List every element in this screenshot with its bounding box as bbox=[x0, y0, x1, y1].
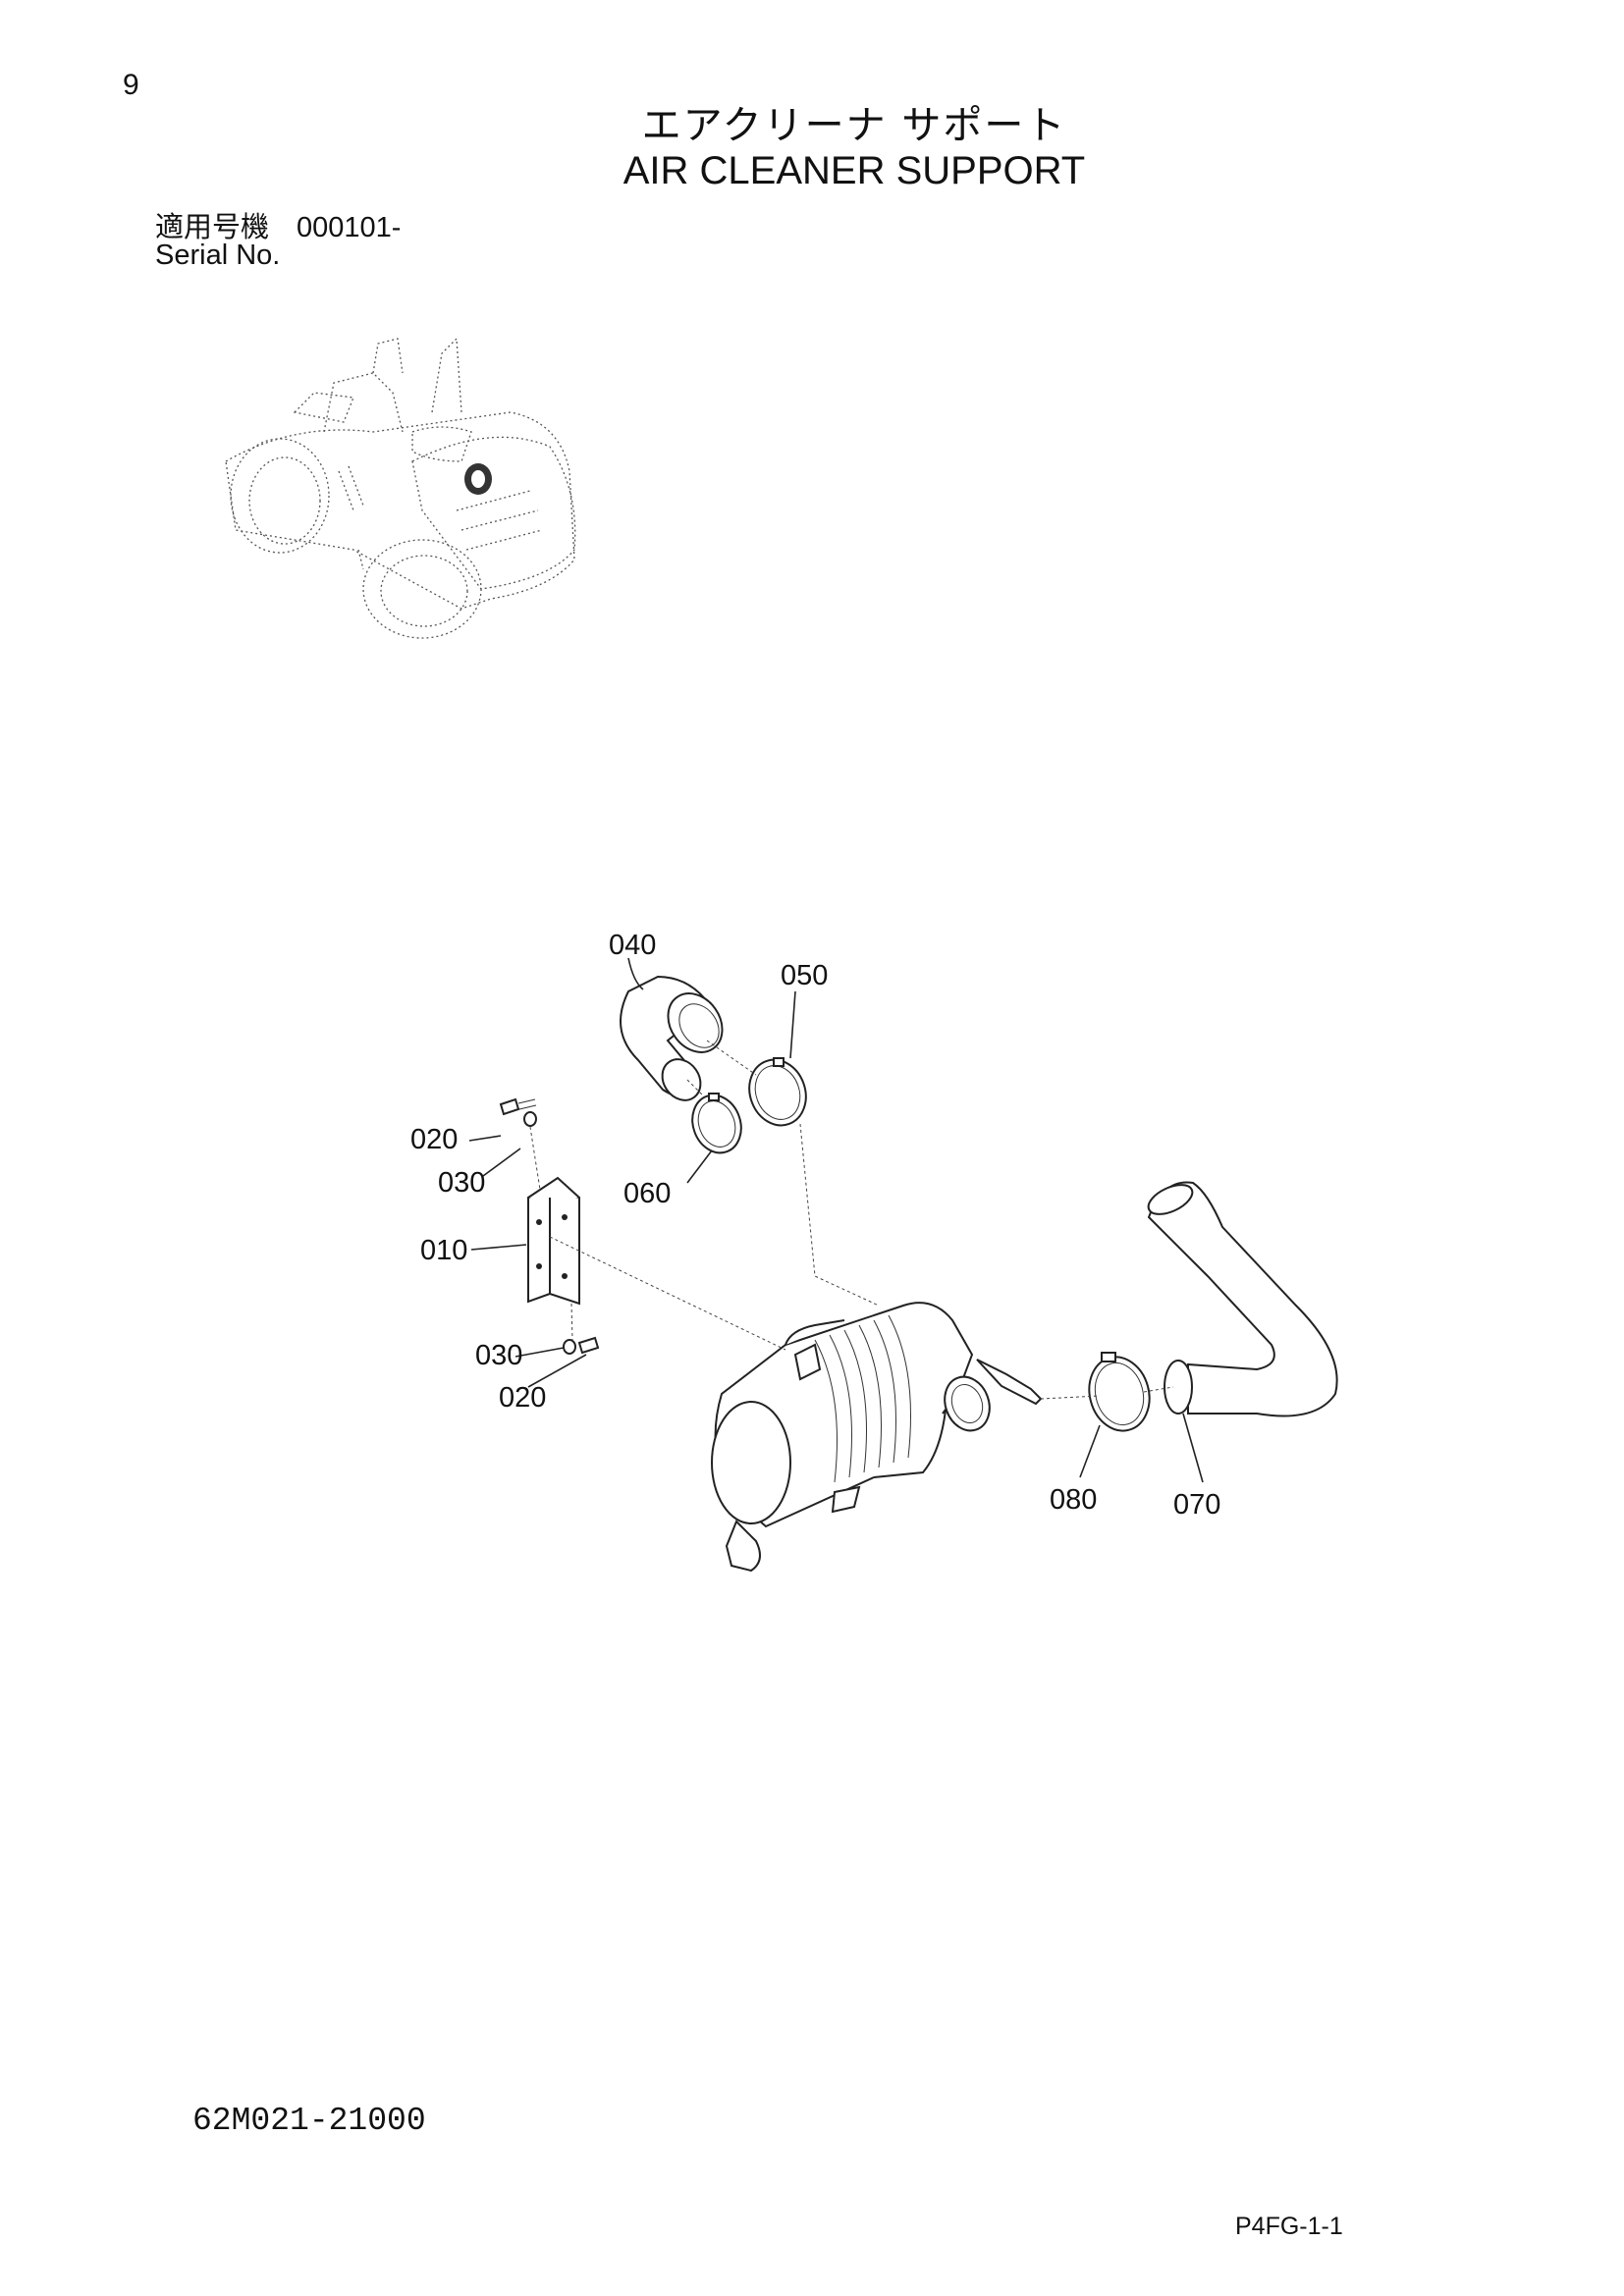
bolt-020-upper bbox=[499, 1097, 537, 1116]
callout-030-lower: 030 bbox=[475, 1340, 522, 1371]
callout-060: 060 bbox=[623, 1178, 671, 1209]
callout-050: 050 bbox=[781, 960, 828, 991]
page-title-jp: エアクリーナ サポート bbox=[641, 103, 1067, 148]
page-title-en: AIR CLEANER SUPPORT bbox=[623, 149, 1086, 192]
serial-label-jp: 適用号機 bbox=[155, 210, 270, 243]
serial-number-row: 適用号機 000101- bbox=[155, 204, 401, 245]
callout-070: 070 bbox=[1173, 1489, 1220, 1521]
hose-clamp-080 bbox=[1088, 1352, 1151, 1432]
page-number: 9 bbox=[123, 69, 139, 101]
serial-value: 000101- bbox=[297, 212, 402, 243]
callout-020-lower: 020 bbox=[499, 1382, 546, 1414]
callout-040: 040 bbox=[609, 930, 656, 961]
callout-030-upper: 030 bbox=[438, 1167, 485, 1199]
air-cleaner-assembly bbox=[711, 1302, 1043, 1573]
tractor-locator-thumbnail bbox=[225, 337, 576, 639]
callout-010: 010 bbox=[420, 1235, 467, 1266]
bolt-020-lower bbox=[577, 1336, 600, 1355]
callout-020-upper: 020 bbox=[410, 1124, 458, 1155]
leader-lines bbox=[468, 957, 1204, 1483]
callout-080: 080 bbox=[1050, 1484, 1097, 1516]
drawing-code: 62M021-21000 bbox=[192, 2103, 426, 2139]
support-bracket-010 bbox=[527, 1176, 580, 1306]
outlet-hose-070 bbox=[1147, 1181, 1338, 1417]
serial-label-en: Serial No. bbox=[155, 240, 281, 271]
hose-clamp-050 bbox=[748, 1057, 807, 1127]
washer-030-lower bbox=[563, 1339, 576, 1355]
hose-clamp-060 bbox=[691, 1093, 742, 1154]
washer-030-upper bbox=[523, 1111, 537, 1127]
intake-hose-040 bbox=[620, 975, 724, 1101]
page-code: P4FG-1-1 bbox=[1235, 2213, 1343, 2240]
